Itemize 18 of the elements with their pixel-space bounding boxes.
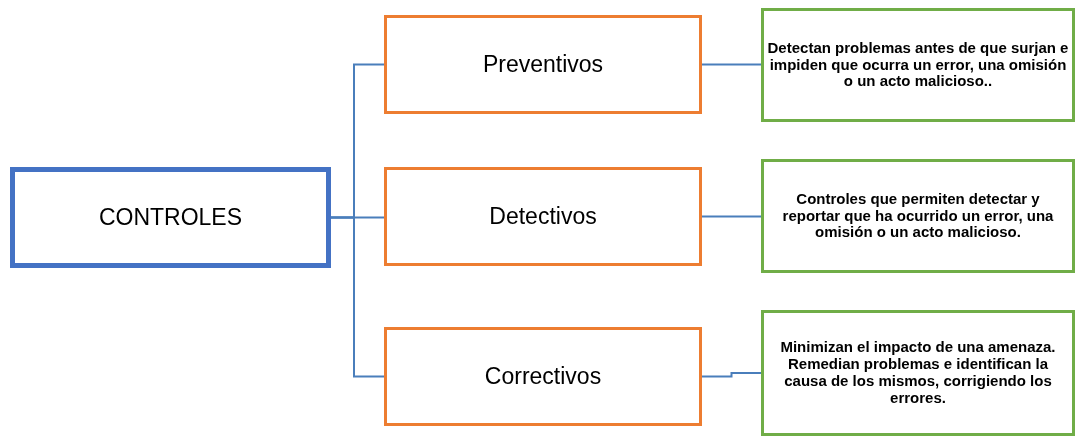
category-box [384, 327, 702, 426]
description-text: Controles que permiten detectar y reportar que ha ocurrido un error, una omisión o un acto malicioso. [781, 190, 1055, 242]
node-label: Preventivos [482, 51, 604, 78]
description-text: Minimizan el impacto de una amenaza. Remedian problemas e identifican la causa de los mismos, corrigiendo los errores. [779, 339, 1057, 407]
category-box [384, 167, 702, 266]
node-label: CONTROLES [98, 204, 243, 231]
connector-line [701, 372, 762, 378]
description-text: Detectan problemas antes de que surjan e impiden que ocurra un error, una omisión o un acto malicioso.. [767, 39, 1069, 91]
description-box [761, 310, 1075, 436]
description-box [761, 8, 1075, 122]
node-label: Correctivos [484, 363, 602, 390]
root-box [10, 167, 331, 268]
connector-line [701, 215, 762, 218]
node-label: Detectivos [489, 203, 597, 230]
connector-line [701, 63, 762, 66]
description-box [761, 159, 1075, 273]
category-box [384, 15, 702, 114]
connector-line [330, 216, 385, 378]
